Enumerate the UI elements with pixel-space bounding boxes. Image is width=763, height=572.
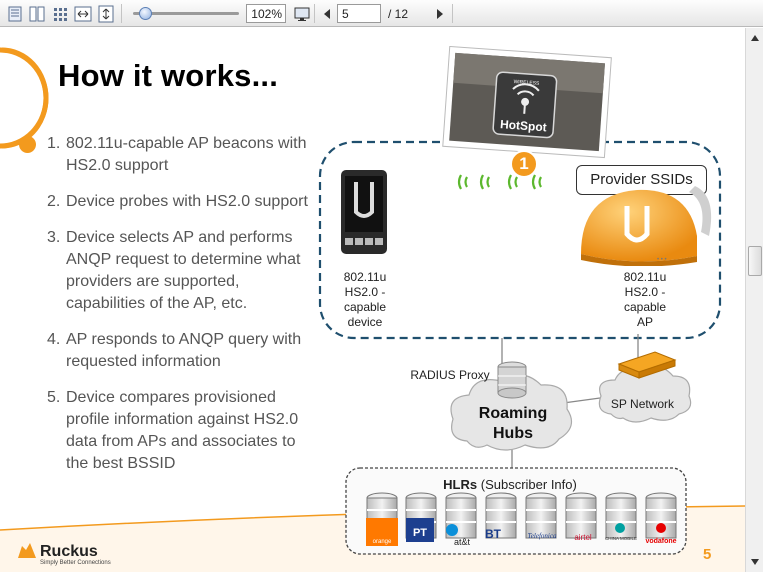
step-list: 1. 802.11u-capable AP beacons with HS2.0 … <box>47 133 312 489</box>
list-item: 2. Device probes with HS2.0 support <box>47 191 312 213</box>
wifi-signal-icon <box>457 174 542 190</box>
operator-logo: PT <box>413 527 427 539</box>
vodafone-mark-icon <box>656 523 666 533</box>
step-number: 5. <box>47 389 61 406</box>
step-number: 2. <box>47 193 61 210</box>
toolbar-separator <box>314 4 315 23</box>
ruckus-dog-logo-icon <box>18 543 36 558</box>
operator-logo: CHINA MOBILE <box>605 536 637 541</box>
roaming-hubs-line: Roaming <box>478 405 548 422</box>
device-label: 802.11u HS2.0 - capable device <box>325 270 405 330</box>
list-item: 3. Device selects AP and performs ANQP re… <box>47 227 312 315</box>
orange-logo <box>366 518 398 546</box>
hotspot-sign-text: HotSpot <box>500 117 548 134</box>
ap-status-dots: • • • <box>657 257 667 263</box>
ap-label-line: 802.11u <box>623 270 667 284</box>
viewer-toolbar: 102% 5 / 12 <box>0 0 763 27</box>
presentation-icon[interactable] <box>292 4 310 22</box>
scrollbar-thumb[interactable] <box>748 246 762 276</box>
step-number: 1. <box>47 135 61 152</box>
hlrs-label: HLRs (Subscriber Info) <box>390 477 630 492</box>
scroll-down-icon[interactable] <box>748 555 762 569</box>
step-number: 3. <box>47 229 61 246</box>
zoom-slider-track[interactable] <box>133 12 239 15</box>
fit-width-icon[interactable] <box>73 4 92 22</box>
ap-label: 802.11u HS2.0 - capable AP <box>605 270 685 330</box>
fit-height-icon[interactable] <box>96 4 114 23</box>
vertical-scrollbar[interactable] <box>745 28 763 572</box>
zoom-slider-thumb[interactable] <box>139 7 152 20</box>
radius-proxy-label: RADIUS Proxy <box>410 368 490 382</box>
list-item: 1. 802.11u-capable AP beacons with HS2.0 … <box>47 133 312 177</box>
sp-network-cloud-icon <box>598 351 692 423</box>
step-number: 4. <box>47 331 61 348</box>
pt-logo <box>406 518 434 542</box>
list-item: 5. Device compares provisioned profile in… <box>47 387 312 475</box>
brand-tagline: Simply Better Connections <box>40 560 111 566</box>
hlrs-rest: (Subscriber Info) <box>477 477 577 492</box>
next-page-icon[interactable] <box>430 4 448 22</box>
hlrs-bold: HLRs <box>443 477 478 492</box>
slide-title: How it works... <box>58 58 279 93</box>
hotspot-sign-image: HotSpot WIRELESS <box>442 46 612 159</box>
att-globe-icon <box>446 524 458 536</box>
device-label-line: 802.11u <box>343 270 387 284</box>
step-text: Device compares provisioned profile info… <box>66 389 299 472</box>
device-label-line: device <box>347 315 383 329</box>
roaming-hubs-label: Roaming Hubs <box>468 404 558 444</box>
list-item: 4. AP responds to ANQP query with request… <box>47 329 312 373</box>
device-label-line: HS2.0 - <box>344 285 386 299</box>
operator-logo: orange <box>373 539 392 545</box>
sp-network-label: SP Network <box>610 397 675 411</box>
page-total-label: / 12 <box>388 7 409 21</box>
step-text: AP responds to ANQP query with requested… <box>66 331 302 370</box>
single-page-icon[interactable] <box>5 4 23 22</box>
operator-logo: Telefonica <box>528 532 557 540</box>
step-text: Device probes with HS2.0 support <box>66 193 308 210</box>
slide-number: 5 <box>703 546 712 563</box>
mobile-device-icon <box>341 170 387 254</box>
operator-logo: airtel <box>574 533 592 542</box>
roaming-hub-cloud-icon <box>450 361 573 451</box>
ap-label-line: AP <box>636 315 653 329</box>
device-label-line: capable <box>343 300 387 314</box>
ap-label-line: capable <box>623 300 667 314</box>
step-text: Device selects AP and performs ANQP requ… <box>66 229 301 312</box>
operator-logo: at&t <box>454 537 471 547</box>
operator-logo: vodafone <box>645 538 676 545</box>
hlr-database-row: orange PT at&t BT Telefonica airtel CHIN… <box>366 492 677 547</box>
prev-page-icon[interactable] <box>318 4 336 22</box>
step-one-badge: 1 <box>510 150 538 178</box>
hotspot-sign-top-text: WIRELESS <box>513 79 540 87</box>
database-icon <box>366 492 677 539</box>
china-mobile-mark-icon <box>615 523 625 533</box>
zoom-level-field[interactable]: 102% <box>246 4 286 23</box>
ap-label-line: HS2.0 - <box>624 285 666 299</box>
two-page-icon[interactable] <box>27 4 45 22</box>
current-page-field[interactable]: 5 <box>337 4 381 23</box>
scroll-up-icon[interactable] <box>748 31 762 45</box>
operator-logo: BT <box>485 527 502 541</box>
toolbar-separator <box>121 4 122 23</box>
toolbar-separator <box>452 4 453 23</box>
current-step-dot <box>19 136 36 153</box>
slide-page: How it works... 1. 802.11u-capable AP bea… <box>0 28 745 572</box>
access-point-icon <box>581 186 712 266</box>
brand-name: Ruckus <box>40 543 98 560</box>
step-text: 802.11u-capable AP beacons with HS2.0 su… <box>66 135 307 174</box>
roaming-hubs-line: Hubs <box>493 425 533 442</box>
grid-view-icon[interactable] <box>50 4 68 22</box>
